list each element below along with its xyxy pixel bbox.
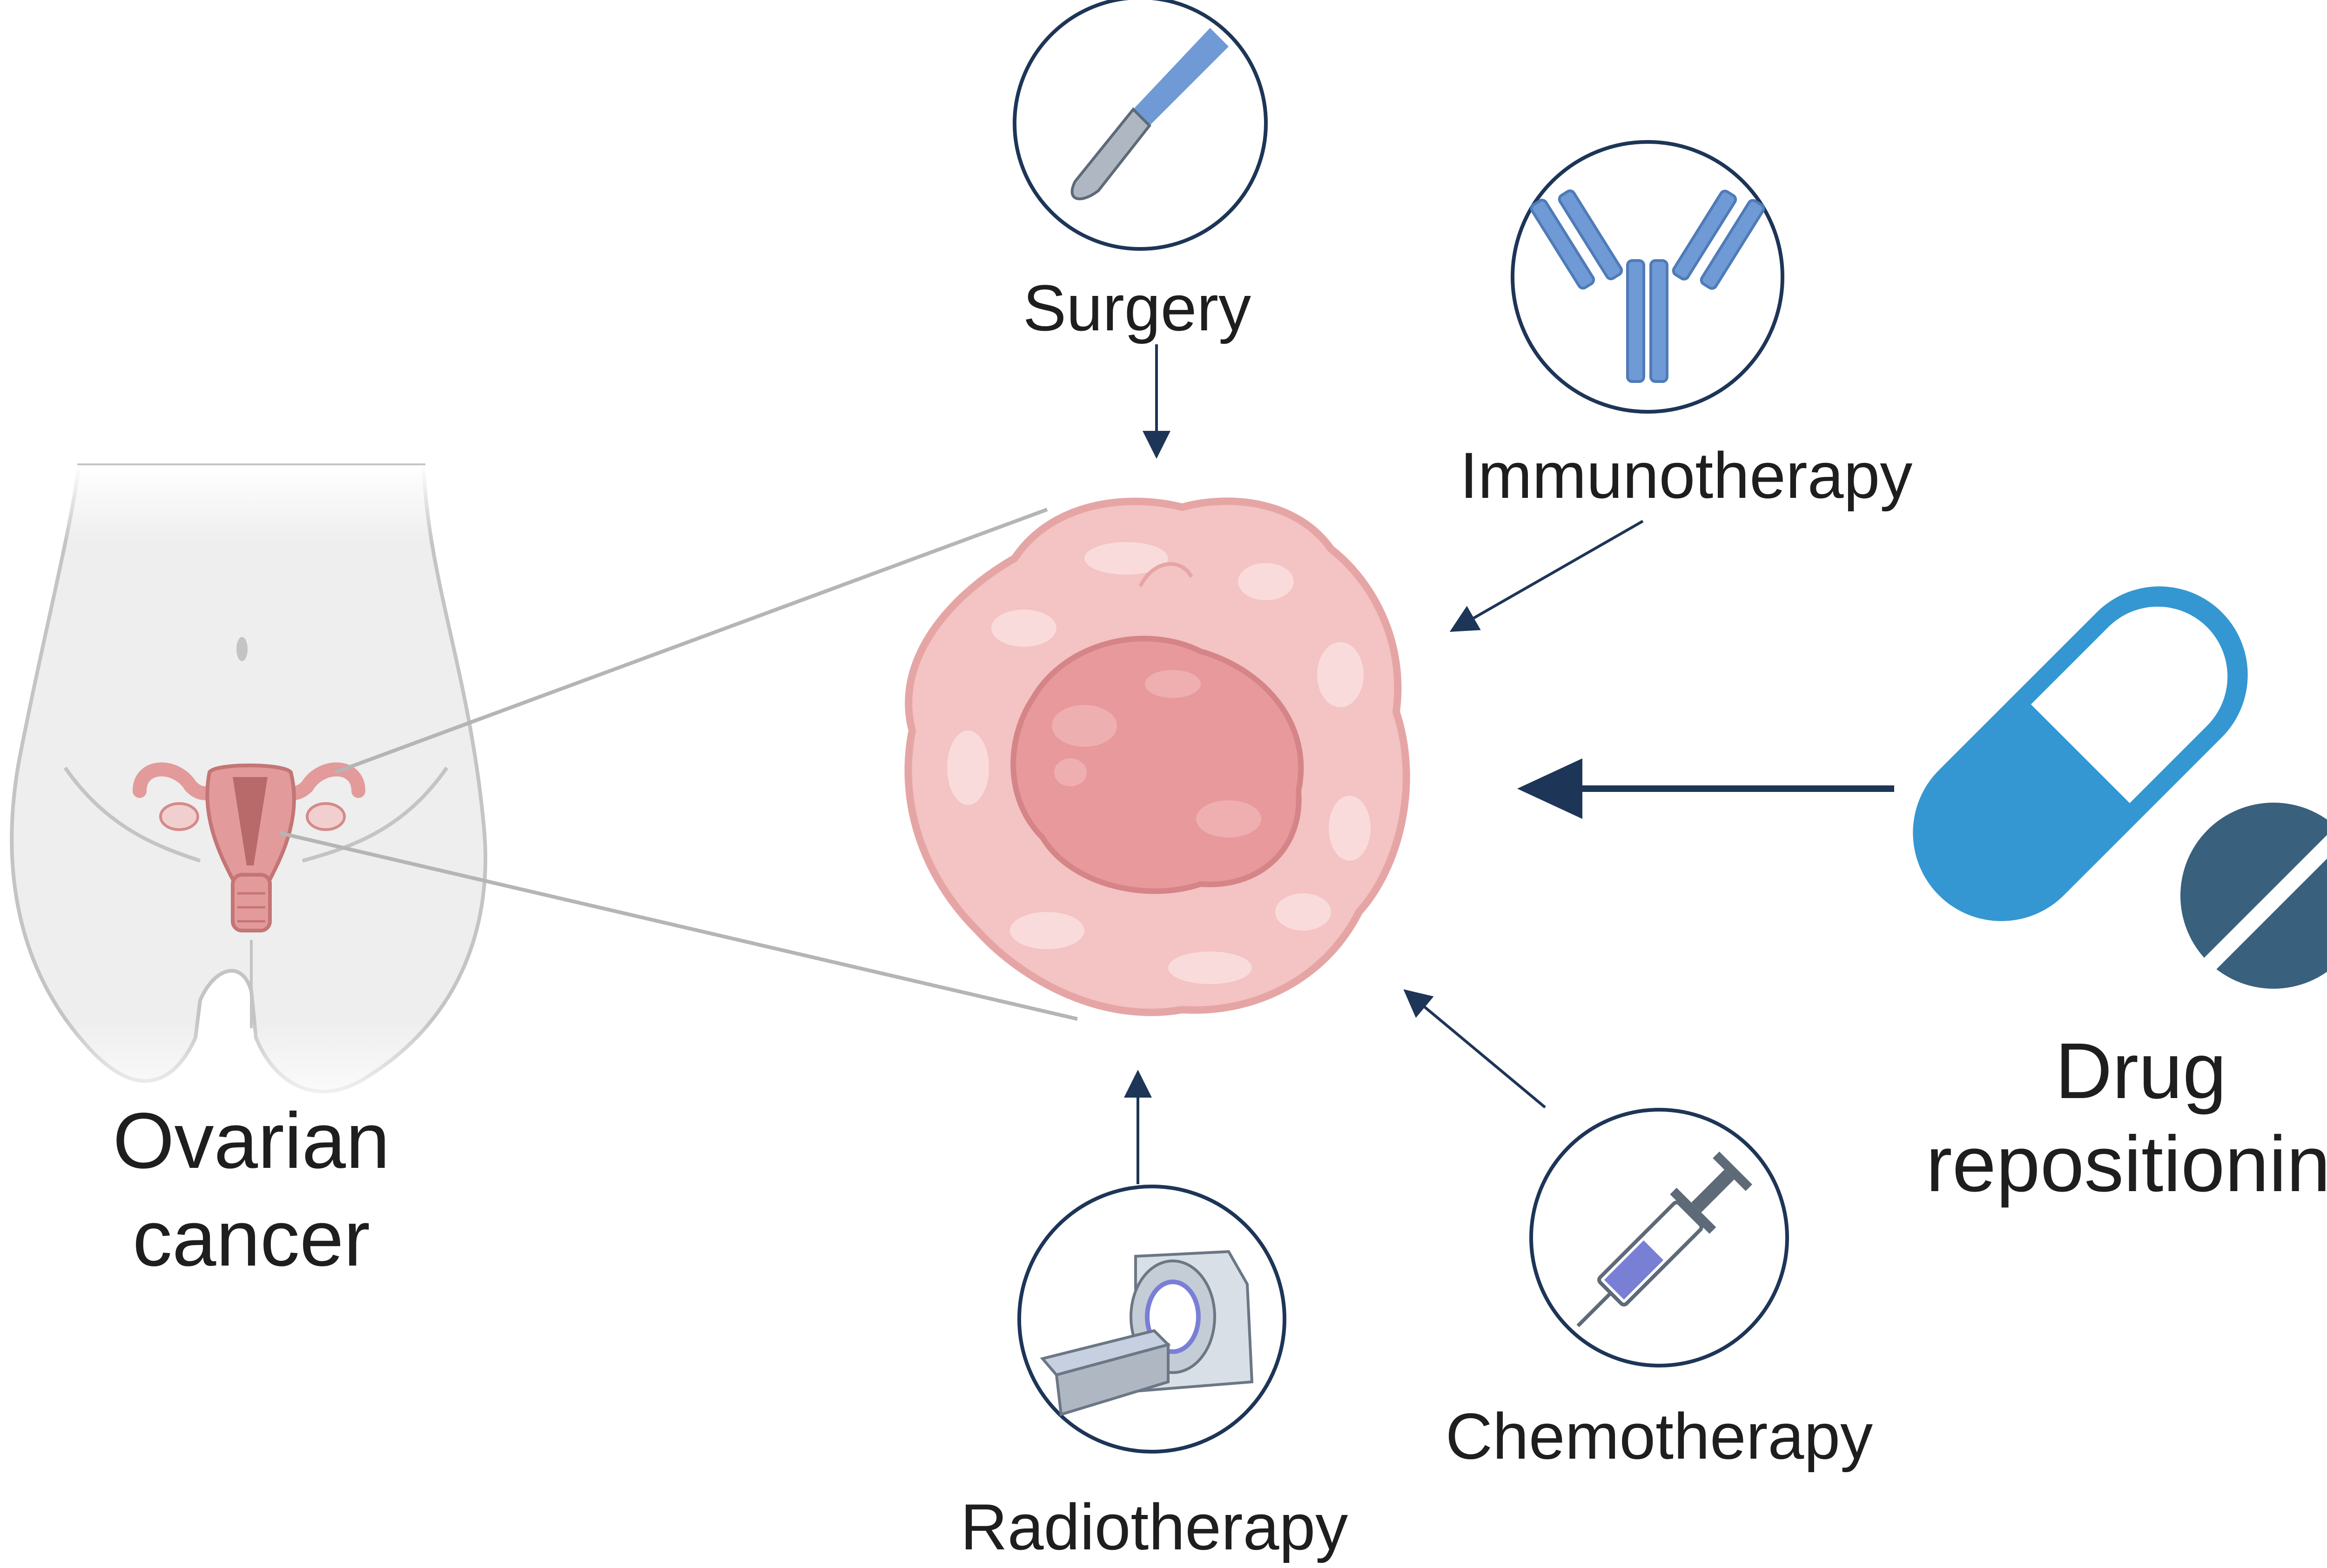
- immunotherapy-label: Immunotherapy: [1460, 439, 1913, 512]
- drug-repositioning-label-line1: Drug: [2055, 1027, 2226, 1115]
- ovarian-cancer-label-line2: cancer: [133, 1194, 370, 1283]
- scalpel-icon: [1070, 28, 1229, 201]
- radiotherapy-node: Radiotherapy: [961, 1070, 1348, 1563]
- uterus-illustration: [133, 762, 365, 932]
- mri-scanner-icon: [1040, 1250, 1254, 1416]
- radiotherapy-label: Radiotherapy: [961, 1490, 1348, 1563]
- zoom-lines: [279, 508, 1078, 1021]
- antibody-icon: [1530, 189, 1765, 383]
- capsule-tablet-icon: [1913, 586, 2327, 989]
- syringe-icon: [1576, 1151, 1753, 1327]
- drug-repositioning-label-line2: repositioning: [1926, 1120, 2327, 1208]
- cancer-cell: [904, 497, 1410, 1016]
- ovarian-cancer-label-line1: Ovarian: [113, 1097, 390, 1185]
- chemotherapy-label: Chemotherapy: [1446, 1400, 1873, 1473]
- drug-repositioning-node: Drug repositioning: [1517, 586, 2327, 1208]
- surgery-node: Surgery: [1013, 0, 1268, 459]
- immunotherapy-node: Immunotherapy: [1449, 140, 1913, 632]
- chemotherapy-node: Chemotherapy: [1403, 989, 1873, 1473]
- surgery-label: Surgery: [1023, 271, 1251, 344]
